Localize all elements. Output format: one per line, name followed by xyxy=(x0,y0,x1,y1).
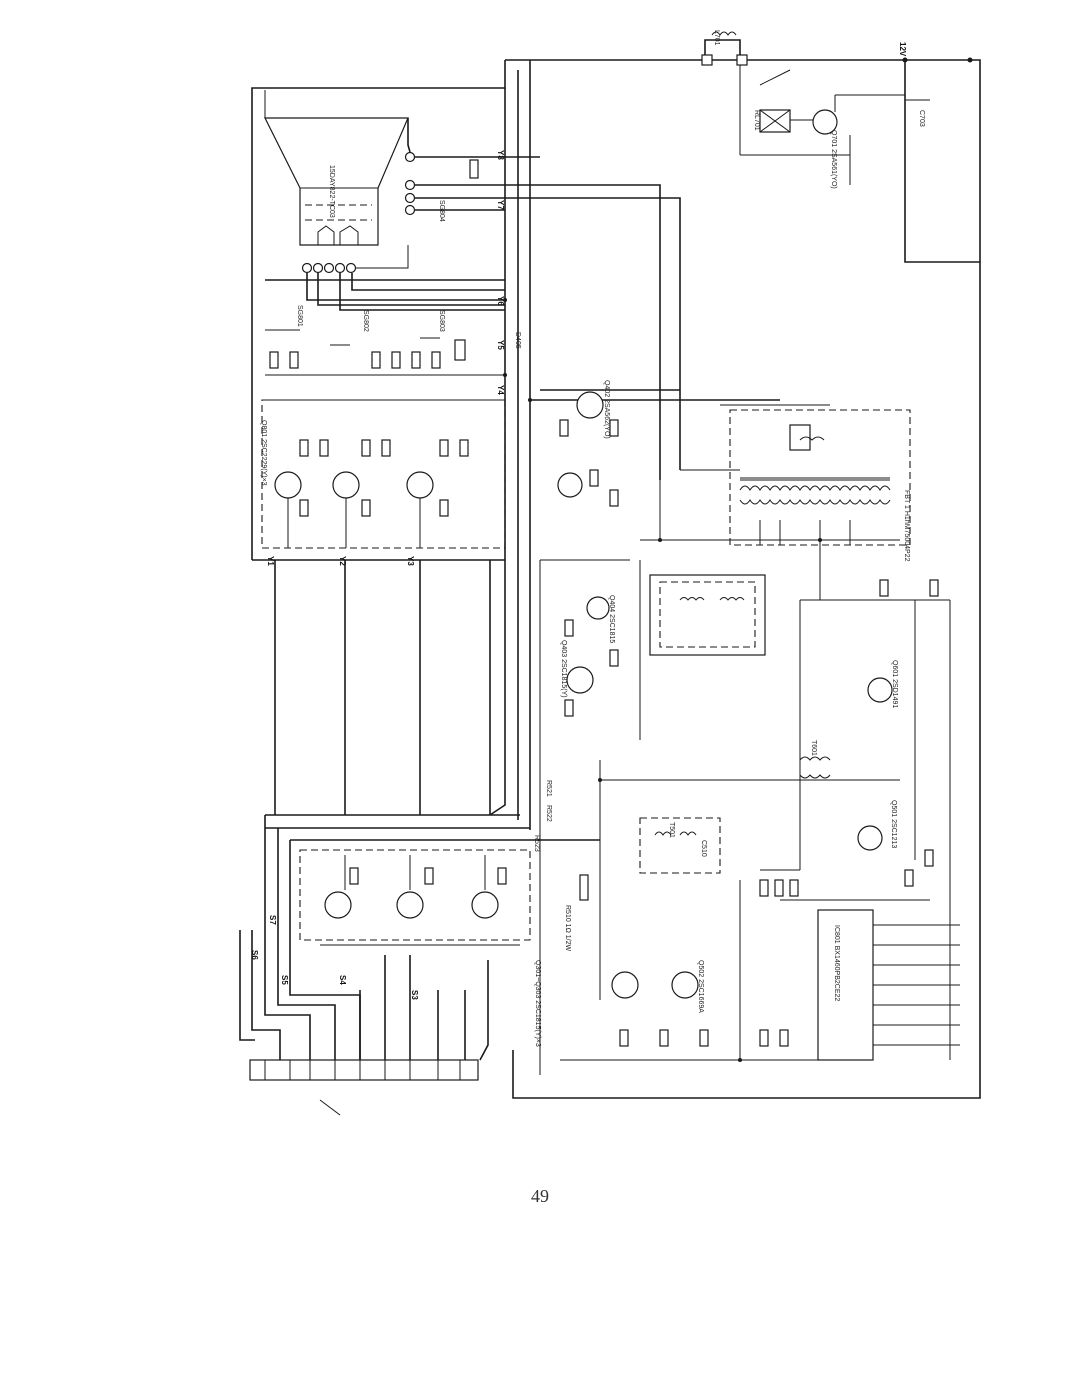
y4-label: Y4 xyxy=(496,385,505,395)
y3-label: Y3 xyxy=(406,556,415,566)
outer-wiring xyxy=(251,39,981,1099)
drive-stage: Q301~Q303 2SC1815(Y)×3 xyxy=(299,849,541,1047)
q701-label: Q701 2SA561(YO) xyxy=(830,130,837,189)
y8-label: Y8 xyxy=(496,150,505,160)
horizontal-section: Q402 2SA562(YO) D405 FBT 1 H1hM75004P22 xyxy=(514,332,911,600)
r510-label: R510 1Ω 1/2W xyxy=(564,905,571,951)
rl701-label: RL701 xyxy=(753,110,760,131)
y5-label: Y5 xyxy=(496,340,505,350)
s6-label: S6 xyxy=(250,950,259,960)
y2-label: Y2 xyxy=(338,556,347,566)
q801-label: Q801 2SC2229(Y)×3 xyxy=(260,420,267,486)
crt-pin-circles xyxy=(301,151,416,274)
r522-label: R522 xyxy=(545,805,552,822)
y7-label: Y7 xyxy=(496,200,505,210)
crt-wiring xyxy=(264,90,681,480)
input-connector: S6 S7 S5 S4 S3 xyxy=(239,915,489,1116)
fbt-label: FBT 1 H1hM75004P22 xyxy=(903,490,910,562)
sg804-label: SG804 xyxy=(438,200,445,222)
sg803-label: SG803 xyxy=(438,310,445,332)
oscillator-section: Q403 2SC1815(Y) Q404 2SC1815 xyxy=(539,559,766,1075)
sg802-label: SG802 xyxy=(362,310,369,332)
12v-label: 12V xyxy=(898,42,907,57)
s5-label: S5 xyxy=(280,975,289,985)
s7-label: S7 xyxy=(268,915,277,925)
vertical-bus xyxy=(264,400,600,960)
s4-label: S4 xyxy=(338,975,347,985)
c703-label: C703 xyxy=(918,110,925,127)
q502-label: Q502 2SC1669A xyxy=(697,960,704,1013)
q402-label: Q402 2SA562(YO) xyxy=(603,380,610,439)
t501-label: T501 xyxy=(668,822,675,838)
d405-label: D405 xyxy=(514,332,521,349)
crt-label: 15DAY822-TC03 xyxy=(328,165,335,218)
c510-label: C510 xyxy=(700,840,707,857)
q501-label: Q501 2SC1213 xyxy=(890,800,897,848)
video-output-stage: Q801 2SC2229(Y)×3 xyxy=(260,399,506,549)
q301-label: Q301~Q303 2SC1815(Y)×3 xyxy=(534,960,541,1047)
l701-label: L701 xyxy=(713,30,720,46)
t601-label: T601 xyxy=(810,740,817,756)
q601-label: Q601 2SD1491 xyxy=(891,660,898,708)
ic801-label: IC801 BX1460PB2CE22 xyxy=(833,925,840,1001)
page-number: 49 xyxy=(531,1186,549,1206)
crt-tube: 15DAY822-TC03 xyxy=(264,117,409,246)
q403-label: Q403 2SC1815(Y) xyxy=(560,640,567,698)
vertical-section: IC801 BX1460PB2CE22 R510 1Ω 1/2W C510 R5… xyxy=(533,599,960,1061)
r523-label: R523 xyxy=(533,835,540,852)
y-labels: Y8 Y7 Y6 Y5 Y4 Y1 Y2 Y3 xyxy=(266,150,505,566)
misc-components xyxy=(503,298,939,1062)
s3-label: S3 xyxy=(410,990,419,1000)
sg801-label: SG801 xyxy=(296,305,303,327)
q404-label: Q404 2SC1815 xyxy=(608,595,615,643)
r521-label: R521 xyxy=(545,780,552,797)
y1-label: Y1 xyxy=(266,556,275,566)
power-relay-section: Q701 2SA561(YO) RL701 L701 C703 12V xyxy=(701,30,973,189)
y6-label: Y6 xyxy=(496,296,505,306)
